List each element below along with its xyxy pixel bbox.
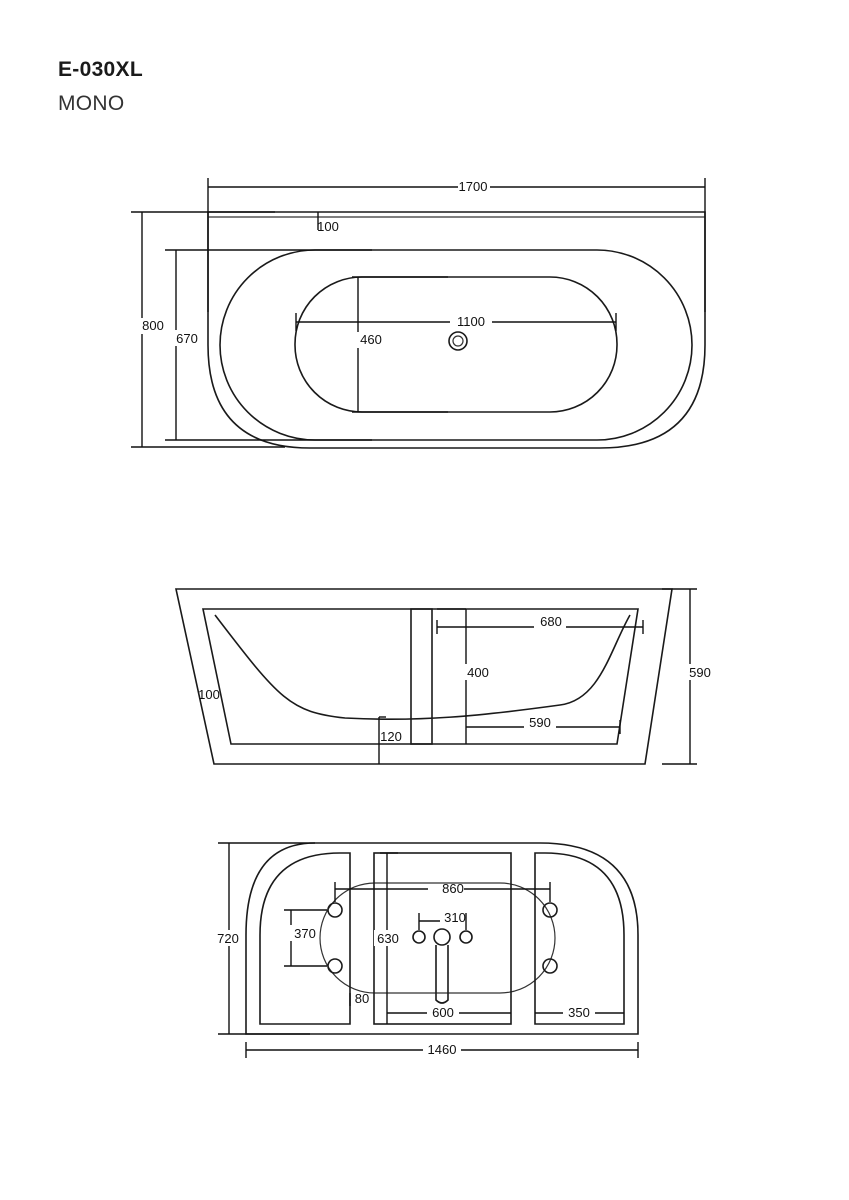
label-center-block-width: 600 (432, 1005, 454, 1020)
label-bg-460 (356, 332, 386, 348)
label-base-height: 120 (380, 729, 402, 744)
label-overall-depth: 720 (217, 931, 239, 946)
foot-icon-back-right (542, 958, 558, 974)
label-bg-720 (214, 930, 244, 946)
label-bg-670 (172, 330, 200, 346)
drain-pipe-icon (433, 928, 451, 946)
top-outer-outline (207, 211, 706, 449)
label-foot-spacing-depth: 370 (294, 926, 316, 941)
top-inner-bowl (294, 276, 618, 413)
foot-icon-back-left (327, 958, 343, 974)
side-inner-outline (202, 608, 639, 745)
model-code: E-030XL (58, 58, 143, 81)
base-outer-outline (245, 842, 639, 1035)
drain-inner-ring (452, 335, 464, 347)
base-left-block (259, 852, 351, 1025)
foot-icon-front-right (542, 902, 558, 918)
label-bowl-top-length: 680 (540, 614, 562, 629)
label-foot-inset: 80 (355, 991, 369, 1006)
label-foot-spacing-length: 860 (442, 881, 464, 896)
label-wall-thickness: 100 (198, 687, 220, 702)
label-inner-length: 1100 (457, 314, 485, 329)
base-view: 860 310 370 630 720 80 600 350 (214, 842, 639, 1058)
drain-pipe-body (435, 945, 449, 1004)
label-bg-630 (374, 930, 404, 946)
pipe-icon-right (459, 930, 473, 944)
series-name: MONO (58, 92, 125, 115)
label-overall-length: 1700 (459, 179, 488, 194)
drain-icon (448, 331, 468, 351)
label-bg-370 (289, 925, 319, 941)
label-rim-offset: 100 (317, 219, 339, 234)
label-overall-width: 800 (142, 318, 164, 333)
base-bowl-outline (319, 882, 556, 994)
pipe-icon-left (412, 930, 426, 944)
foot-icon-front-left (327, 902, 343, 918)
label-center-block-depth: 630 (377, 931, 399, 946)
label-inner-depth: 400 (467, 665, 489, 680)
side-bowl-curve (214, 614, 631, 721)
label-overall-height: 590 (689, 665, 711, 680)
top-view: 1700 100 800 670 1100 460 (131, 178, 706, 449)
top-outer-bowl (219, 249, 693, 441)
base-right-block (534, 852, 625, 1025)
label-bg-800 (138, 318, 166, 334)
label-side-block-width: 350 (568, 1005, 590, 1020)
label-bowl-bottom-length: 590 (529, 715, 551, 730)
label-inner-width: 460 (360, 332, 382, 347)
label-bg-590-height (686, 664, 716, 680)
label-bg-400 (462, 664, 492, 680)
side-outer-outline (175, 588, 673, 765)
side-view: 100 120 400 680 590 590 (175, 588, 716, 765)
label-overall-length-base: 1460 (428, 1042, 457, 1057)
label-outer-bowl-width: 670 (176, 331, 198, 346)
label-center-pipe-spacing: 310 (444, 910, 466, 925)
side-center-support (410, 608, 433, 745)
